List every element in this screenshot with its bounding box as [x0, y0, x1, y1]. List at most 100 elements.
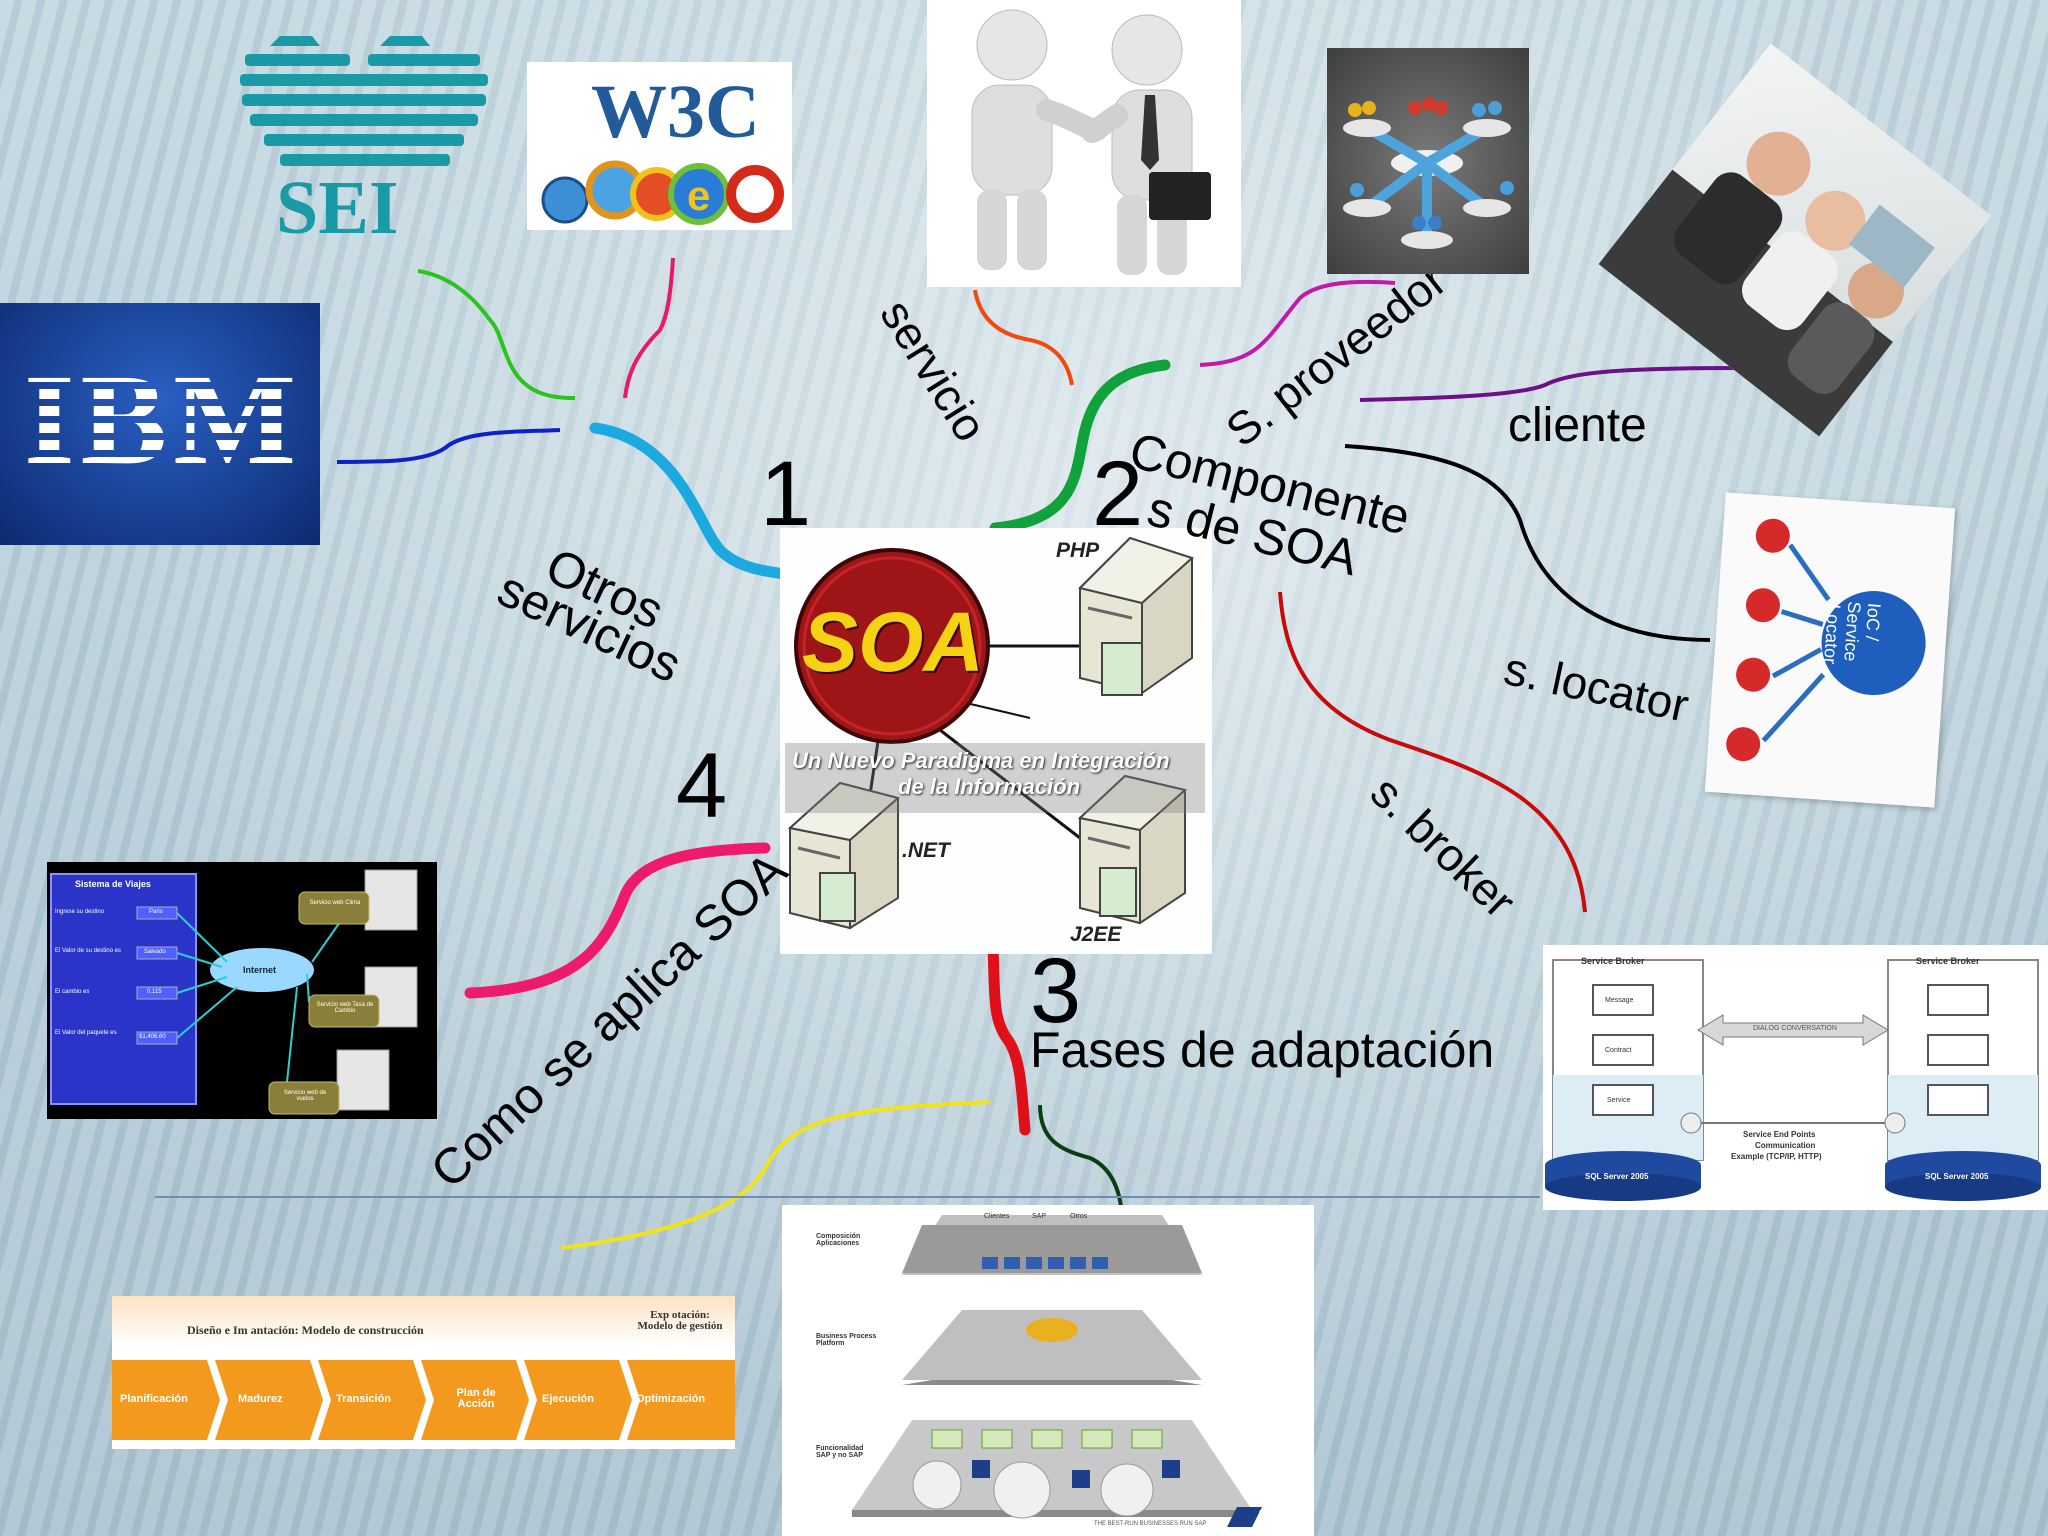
branch-3-label: Fases de adaptación: [1030, 1022, 1495, 1078]
phases-image: Diseño e Im antación: Modelo de construc…: [112, 1296, 735, 1449]
pyramid-diagram: [852, 1215, 1262, 1527]
travel-cloud-label: Internet: [243, 965, 277, 975]
client-photo: [1598, 43, 1992, 437]
broker-right-title: Service Broker: [1916, 956, 1980, 966]
travel-row4-btn: $1,406.60: [139, 1034, 166, 1040]
handshake-image: [927, 0, 1241, 287]
travel-ws1: Servicio web Clima: [309, 900, 361, 906]
pyramid-top-label-2: SAP: [1032, 1213, 1047, 1220]
server-j2ee-icon: [1077, 774, 1188, 925]
soa-center-image: SOA Un Nuevo Paradigma en Integración de…: [780, 528, 1212, 954]
soa-center-drawing: [785, 536, 1205, 930]
travel-row2: El Valor de su destino es: [55, 948, 121, 954]
broker-db-left: SQL Server 2005: [1585, 1172, 1649, 1181]
travel-row3: El cambio es: [55, 989, 90, 995]
sei-heart-icon: [240, 36, 488, 166]
svg-text:e: e: [687, 172, 710, 219]
provider-network-image: [1327, 48, 1529, 274]
travel-ws3: Servicio web de vuelos: [283, 1090, 327, 1102]
pyramid-sap-logo: SAP: [1258, 1507, 1283, 1521]
broker-arrow-text: DIALOG CONVERSATION: [1753, 1025, 1837, 1032]
leaf-locator-curve: [1344, 444, 1711, 642]
broker-left-title: Service Broker: [1581, 956, 1645, 966]
branch-2-number: 2: [1092, 443, 1144, 545]
leaf-w3c-curve: [623, 257, 675, 399]
pyramid-label-3: Funcionalidad SAP y no SAP: [816, 1445, 864, 1459]
phase-step-1: Planificación: [120, 1393, 188, 1405]
ibm-logo-text: IBM: [24, 348, 302, 492]
soa-subtitle-line2: de la Información: [898, 774, 1081, 799]
broker-db-right: SQL Server 2005: [1925, 1172, 1989, 1181]
browser-icons: e: [541, 160, 784, 225]
service-broker-image: Service Broker Service Broker Message Co…: [1543, 945, 2048, 1210]
w3c-logo: W3C e: [527, 62, 792, 230]
leaf-ibm-curve: [336, 428, 561, 464]
server-j2ee-label: J2EE: [1070, 923, 1122, 946]
locator-circle-text-1: IoC /: [1861, 602, 1885, 642]
travel-row4: El Valor del paquete es: [55, 1030, 117, 1036]
branch-4-curve: [464, 842, 771, 999]
phase-step-2: Madurez: [238, 1393, 283, 1405]
service-locator-image: IoC / Service Locator: [1704, 492, 1956, 808]
travel-row1: Ingrese su destino: [55, 909, 105, 915]
phases-top-right: Exp otación: Modelo de gestión: [637, 1309, 723, 1332]
people-meeting-icon: [1598, 131, 1935, 437]
ibm-logo: IBM: [0, 303, 320, 545]
branch-4-number: 4: [676, 735, 728, 837]
leaf-servicio-curve: [973, 289, 1074, 386]
locator-diagram-icon: [1726, 518, 1926, 762]
travel-diagram: [50, 869, 418, 1115]
broker-box3: Service: [1607, 1097, 1631, 1104]
soa-logo-text: SOA: [802, 595, 985, 689]
phases-top-left: Diseño e Im antación: Modelo de construc…: [187, 1323, 424, 1337]
handshake-figures-icon: [971, 9, 1211, 275]
pyramid-label-1: Composición Aplicaciones: [816, 1233, 861, 1247]
leaf-sei-curve: [417, 269, 576, 401]
leaf-proveedor-curve: [1199, 279, 1396, 367]
pyramid-top-label-1: Clientes: [984, 1213, 1010, 1220]
leaf-pyramid-curve: [1038, 1104, 1124, 1216]
branch-2-curve: [989, 359, 1171, 534]
branch-1-number: 1: [760, 443, 812, 545]
broker-mid-text-3: Example (TCP/IP, HTTP): [1731, 1152, 1822, 1161]
phase-step-4: Plan de Acción: [456, 1387, 496, 1410]
leaf-broker-curve: [1278, 591, 1587, 913]
travel-panel-title: Sistema de Viajes: [75, 879, 151, 889]
soa-subtitle-line1: Un Nuevo Paradigma en Integración: [792, 748, 1170, 773]
w3c-logo-text: W3C: [591, 70, 760, 154]
travel-row2-btn: Salvado: [144, 949, 166, 955]
server-php-label: PHP: [1056, 539, 1100, 562]
phase-step-6: Optimización: [636, 1393, 706, 1405]
branch-1-curve: [589, 422, 806, 582]
phase-step-5: Ejecución: [542, 1393, 594, 1405]
pyramid-top-label-3: Otros: [1070, 1213, 1088, 1220]
server-net-label: .NET: [902, 839, 950, 862]
broker-mid-text-1: Service End Points: [1743, 1130, 1816, 1139]
leaf-phases-curve: [561, 1100, 991, 1250]
travel-row1-btn: Paris: [149, 909, 163, 915]
phases-header-bar: [112, 1296, 735, 1346]
leaf-cliente-label: cliente: [1508, 399, 1647, 452]
sei-logo-text: SEI: [276, 166, 399, 250]
locator-circle-text-2: Service: [1840, 600, 1865, 663]
pyramid-label-2: Business Process Platform: [816, 1333, 877, 1347]
phase-step-3: Transición: [336, 1393, 392, 1405]
server-net-icon: [787, 781, 901, 930]
travel-ws2: Servicio web Tasa de Cambio: [316, 1002, 374, 1014]
broker-box2: Contract: [1605, 1047, 1632, 1054]
locator-circle-text-3: Locator: [1820, 603, 1845, 665]
branch-3-curve: [987, 942, 1031, 1136]
broker-diagram: [1545, 959, 2041, 1201]
phases-steps-row: Planificación Madurez Transición Plan de…: [112, 1360, 735, 1440]
pyramid-footer: THE BEST-RUN BUSINESSES RUN SAP: [1094, 1521, 1207, 1527]
soa-logo-icon: [794, 548, 990, 744]
sei-logo: SEI: [240, 32, 490, 247]
travel-row3-btn: 0.115: [147, 989, 162, 995]
broker-box1: Message: [1605, 997, 1634, 1004]
server-php-icon: [1078, 536, 1194, 696]
travel-system-image: Sistema de Viajes Ingrese su destino Par…: [47, 862, 437, 1119]
network-people-icon: [1343, 97, 1514, 249]
sap-pyramid-image: Composición Aplicaciones Business Proces…: [782, 1205, 1314, 1536]
broker-mid-text-2: Communication: [1755, 1141, 1816, 1150]
